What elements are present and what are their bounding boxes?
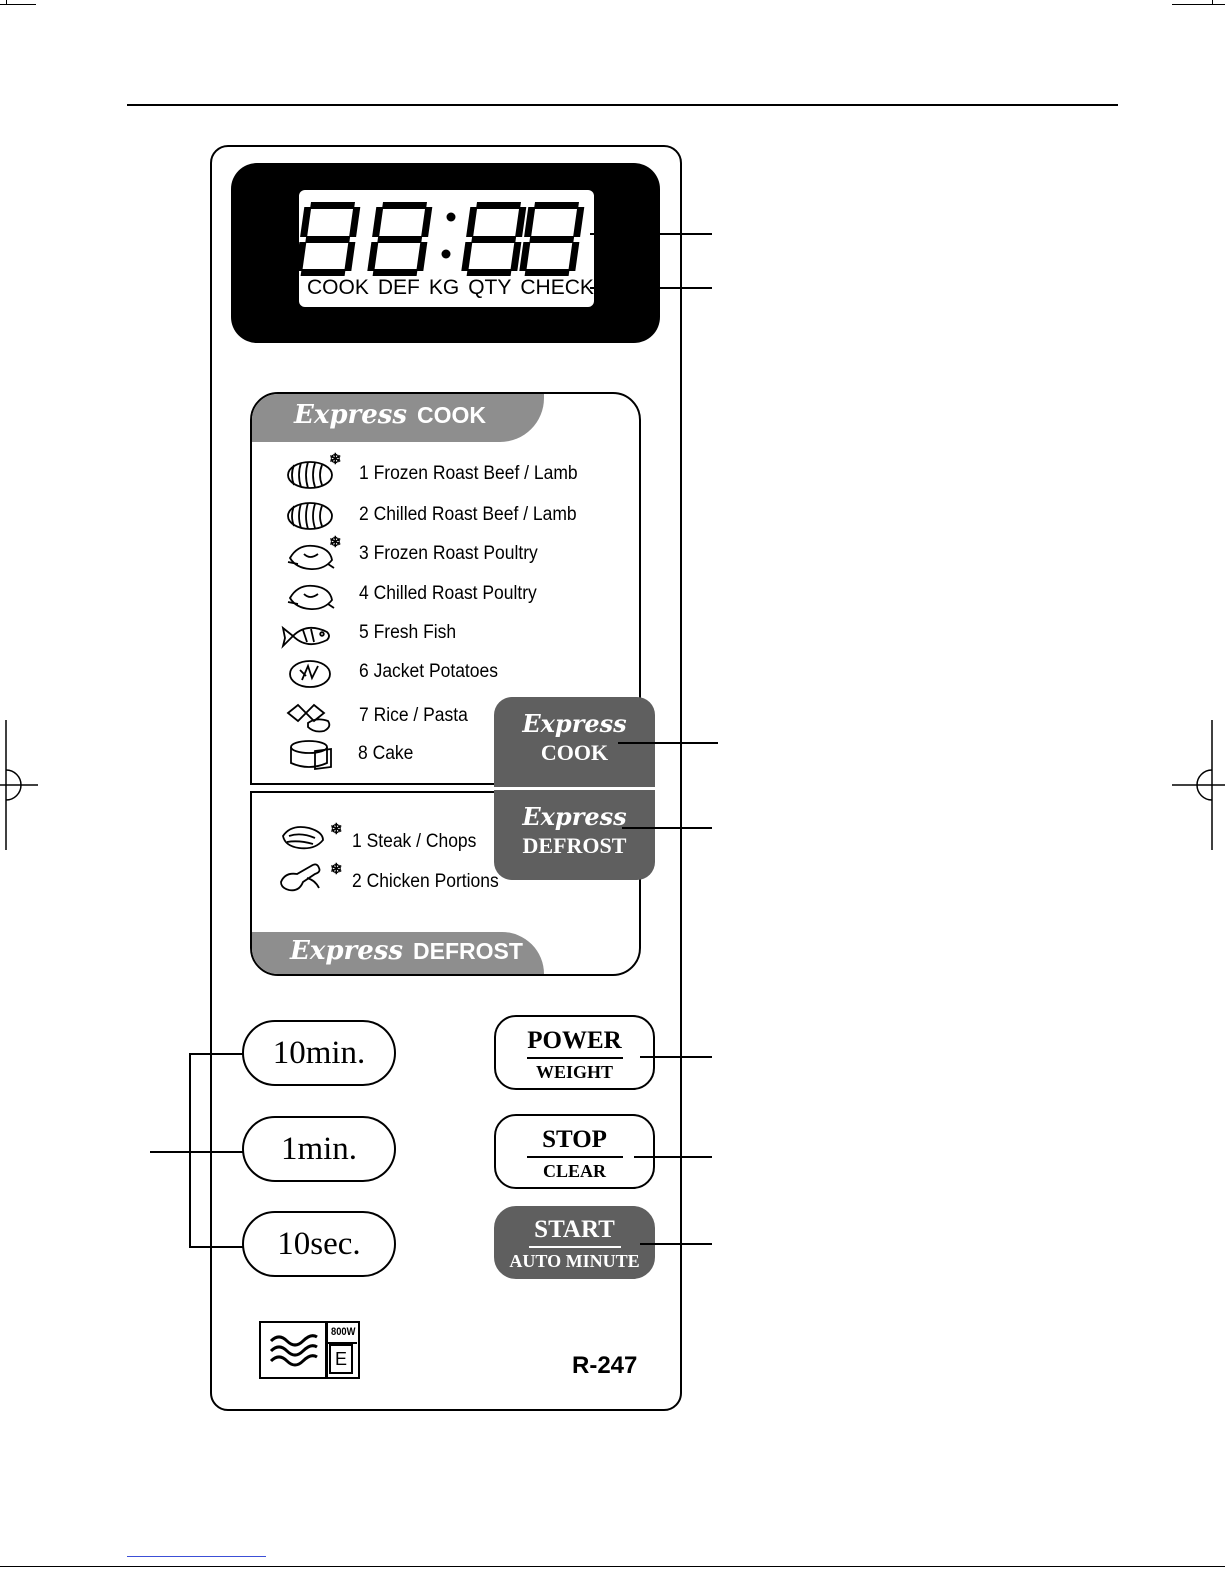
weight-label: WEIGHT: [535, 1062, 614, 1082]
roast-poultry-icon: [287, 584, 335, 610]
stop-clear-divider: [526, 1156, 623, 1158]
heating-class-label: E: [329, 1344, 353, 1374]
leader-line-time-bracket: [189, 1053, 191, 1248]
express-cook-item-7: 7 Rice / Pasta: [359, 705, 468, 726]
frozen-icon: ❄: [330, 861, 343, 878]
start-auto-minute-button[interactable]: START AUTO MINUTE: [494, 1206, 655, 1279]
registration-mark-right: [1172, 720, 1225, 850]
crop-mark-top-left-h: [0, 4, 36, 5]
express-cook-item-4: 4 Chilled Roast Poultry: [359, 583, 537, 604]
stop-clear-button[interactable]: STOP CLEAR: [494, 1114, 655, 1189]
power-label: POWER: [527, 1027, 622, 1054]
control-panel: [210, 145, 682, 1411]
express-cook-item-1: 1 Frozen Roast Beef / Lamb: [359, 463, 578, 484]
indicator-check: CHECK: [520, 276, 594, 299]
seven-segment-digits: [299, 202, 585, 276]
frozen-icon: ❄: [330, 821, 343, 838]
crop-mark-top-left-v: [6, 0, 7, 4]
express-cook-button[interactable]: Express COOK: [494, 697, 655, 787]
roast-joint-icon: [287, 461, 333, 489]
header-rule: [127, 104, 1118, 106]
steak-icon: [282, 826, 324, 850]
express-defrost-button-word: DEFROST: [522, 833, 627, 858]
fish-icon: [281, 625, 330, 649]
display-indicators: COOK DEF KG QTY CHECK: [307, 276, 603, 300]
express-defrost-item-2: 2 Chicken Portions: [352, 871, 499, 892]
indicator-def: DEF: [377, 276, 420, 299]
leader-line-digits: [590, 233, 712, 235]
express-cook-button-word: COOK: [540, 740, 609, 765]
emblem-divider: [325, 1323, 328, 1377]
express-defrost-button[interactable]: Express DEFROST: [494, 790, 655, 880]
leader-line-express-cook: [618, 742, 718, 744]
leader-line-time-main: [150, 1151, 244, 1153]
crop-mark-bottom-h: [0, 1566, 1225, 1567]
clear-label: CLEAR: [542, 1161, 606, 1181]
leader-line-time-bottom: [189, 1246, 244, 1248]
potato-icon: [289, 660, 331, 688]
emblem-divider-h: [327, 1342, 357, 1344]
microwave-waves-icon: [269, 1334, 318, 1367]
frozen-icon: ❄: [329, 451, 342, 468]
indicator-kg: KG: [428, 276, 460, 299]
express-defrost-button-script: Express: [522, 802, 627, 831]
registration-mark-left: [0, 720, 38, 850]
express-defrost-item-1: 1 Steak / Chops: [352, 831, 477, 852]
one-minute-button[interactable]: 1min.: [242, 1116, 396, 1182]
indicator-cook: COOK: [307, 276, 369, 299]
leader-line-start: [640, 1243, 712, 1245]
power-weight-button[interactable]: POWER WEIGHT: [494, 1015, 655, 1090]
start-auto-divider: [528, 1246, 621, 1248]
ten-second-button[interactable]: 10sec.: [242, 1211, 396, 1277]
leader-line-power: [640, 1056, 712, 1058]
express-cook-item-5: 5 Fresh Fish: [359, 622, 457, 643]
frozen-icon: ❄: [329, 534, 342, 551]
crop-mark-top-right-v: [1212, 0, 1213, 4]
microwave-rating-emblem: 800W E: [259, 1321, 360, 1379]
crop-mark-top-right-h: [1172, 4, 1225, 5]
roast-joint-icon: [287, 502, 333, 530]
auto-minute-label: AUTO MINUTE: [509, 1251, 640, 1271]
leader-line-indicators: [590, 287, 712, 289]
stop-label: STOP: [542, 1126, 607, 1153]
pasta-icon: [286, 703, 331, 733]
chicken-leg-icon: [280, 863, 321, 892]
leader-line-time-top: [189, 1053, 244, 1055]
ten-minute-button[interactable]: 10min.: [242, 1020, 396, 1086]
roast-poultry-icon: [287, 544, 335, 570]
leader-line-stop: [634, 1156, 712, 1158]
wattage-label: 800W: [331, 1326, 356, 1338]
express-cook-item-2: 2 Chilled Roast Beef / Lamb: [359, 504, 577, 525]
start-label: START: [534, 1216, 615, 1243]
express-cook-item-8: 8 Cake: [358, 743, 414, 764]
model-number: R-247: [572, 1352, 638, 1379]
power-weight-divider: [526, 1057, 623, 1059]
footer-underline: [127, 1556, 266, 1557]
lcd-display: COOK DEF KG QTY CHECK: [299, 190, 594, 307]
express-cook-item-3: 3 Frozen Roast Poultry: [359, 543, 538, 564]
express-cook-item-6: 6 Jacket Potatoes: [359, 661, 498, 682]
leader-line-express-defrost: [622, 827, 712, 829]
indicator-qty: QTY: [468, 276, 512, 299]
cake-icon: [290, 740, 332, 771]
express-cook-button-script: Express: [522, 709, 627, 738]
